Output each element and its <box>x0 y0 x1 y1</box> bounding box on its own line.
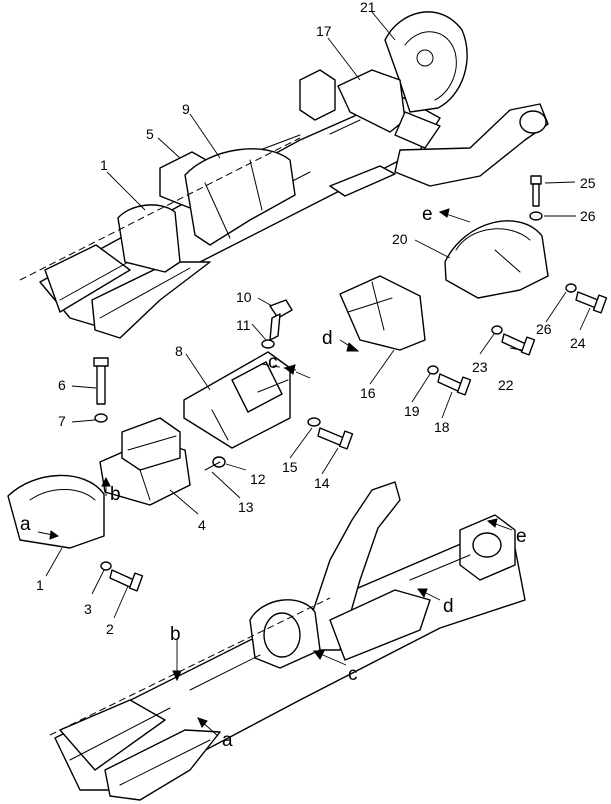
reference-letters: a b c d e b c d e a <box>20 204 527 751</box>
callout-23: 23 <box>472 359 488 375</box>
cover-20-group <box>444 220 549 299</box>
callout-21: 21 <box>360 0 376 15</box>
callout-6: 6 <box>58 377 66 393</box>
callout-16: 16 <box>360 385 376 401</box>
callout-17: 17 <box>316 23 332 39</box>
cover-16-group <box>339 275 426 351</box>
ref-a-upper: a <box>20 514 31 535</box>
ref-b-lower: b <box>170 624 181 645</box>
callout-3: 3 <box>84 601 92 617</box>
callout-12: 12 <box>250 471 266 487</box>
callout-4: 4 <box>198 517 206 533</box>
callout-7: 7 <box>58 413 66 429</box>
callout-25: 25 <box>580 175 596 191</box>
ref-c-upper: c <box>268 352 278 373</box>
callout-labels: 1 5 9 17 21 10 11 8 6 7 12 13 4 1 3 2 15… <box>36 0 596 637</box>
ref-d-lower: d <box>443 596 454 617</box>
upper-frame-assembly <box>19 11 549 339</box>
cover-1-lower <box>7 474 105 549</box>
callout-24: 24 <box>570 335 586 351</box>
callout-14: 14 <box>314 475 330 491</box>
ref-c-lower: c <box>348 664 358 685</box>
callout-18: 18 <box>434 419 450 435</box>
ref-e-upper: e <box>422 204 433 225</box>
ref-a-lower: a <box>222 730 233 751</box>
callout-10: 10 <box>236 289 252 305</box>
ref-d-upper: d <box>322 328 333 349</box>
callout-1-lower: 1 <box>36 577 44 593</box>
ref-b-upper: b <box>110 484 121 505</box>
callout-22: 22 <box>498 377 514 393</box>
callout-9: 9 <box>182 101 190 117</box>
callout-8: 8 <box>175 343 183 359</box>
callout-11: 11 <box>236 317 251 333</box>
callout-2: 2 <box>106 621 114 637</box>
callout-15: 15 <box>282 459 298 475</box>
callout-26-lower: 26 <box>536 321 552 337</box>
reference-arrows <box>37 208 513 737</box>
callout-26: 26 <box>580 208 596 224</box>
callout-19: 19 <box>404 403 420 419</box>
callout-13: 13 <box>238 499 254 515</box>
fasteners <box>93 175 608 592</box>
callout-1: 1 <box>100 157 108 173</box>
bracket-4-group <box>99 417 191 506</box>
callout-5: 5 <box>146 126 154 142</box>
callout-20: 20 <box>392 231 408 247</box>
leader-lines <box>45 11 591 619</box>
lower-frame <box>49 481 526 801</box>
ref-e-lower: e <box>516 526 527 547</box>
cover-8-group <box>183 351 297 471</box>
